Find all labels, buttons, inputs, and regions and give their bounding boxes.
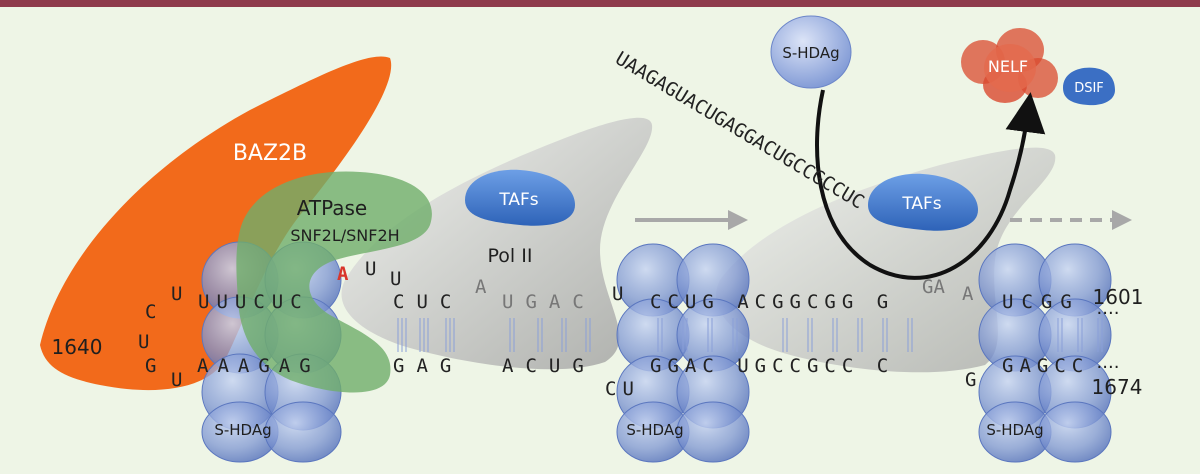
seq-top-a: A: [475, 276, 487, 298]
forward-arrow-left: [635, 210, 748, 230]
seq-top-main: UUUCUC: [198, 291, 309, 313]
nelf-label: NELF: [988, 57, 1028, 76]
atpase-label: ATPase: [297, 196, 368, 220]
seq-top-mid: CUC: [393, 291, 463, 313]
seq-top-mid2: UGAC: [502, 291, 596, 313]
seq-bot-right: GGAC UGCCGCC C: [650, 355, 894, 377]
pol2-label: Pol II: [488, 245, 533, 267]
seq-top-loop-u1: U: [365, 258, 376, 280]
nucleosome-cluster-middle: [616, 243, 750, 463]
shdag-top-label: S-HDAg: [782, 44, 839, 62]
seq-top-a2: A: [962, 283, 974, 305]
atpase-shape: [236, 171, 432, 393]
seq-bulge-1: U: [138, 331, 149, 353]
tafs-shape-right: [868, 173, 978, 231]
shdag-bottom-right-label: S-HDAg: [986, 421, 1043, 439]
top-border-bar: [0, 0, 1200, 7]
baz2b-label: BAZ2B: [233, 141, 307, 166]
seq-top-loop-a: A: [337, 263, 349, 285]
seq-top-loop-u2: U: [390, 268, 401, 290]
ellipsis-top: ....: [1097, 298, 1120, 319]
base-pair-lines: [397, 318, 1103, 352]
baz2b-shape: [40, 56, 392, 391]
tafs-right-label: TAFs: [901, 194, 941, 214]
pol2-shape-left: [341, 117, 653, 370]
shdag-top-shape: [770, 15, 852, 89]
tafs-left-label: TAFs: [498, 190, 538, 210]
seq-bulge-3: U: [171, 283, 182, 305]
nucleosome-cluster-right: [978, 243, 1112, 463]
seq-bot-main: AAAGAG: [197, 355, 320, 377]
seq-top-u: U: [612, 283, 623, 305]
tafs-shape-left: [465, 169, 575, 226]
dsif-label: DSIF: [1074, 81, 1104, 96]
seq-bot-g: G: [965, 369, 976, 391]
seq-top-ga: GA: [922, 276, 945, 298]
seq-bot-u: U: [171, 369, 182, 391]
seq-bot-mid: GAG: [393, 355, 463, 377]
position-1601-label: 1601: [1093, 285, 1144, 309]
seq-bot-start: G: [145, 355, 156, 377]
seq-bot-end: GAGCC: [1002, 355, 1089, 377]
forward-arrow-right-dashed: [1010, 210, 1132, 230]
seq-bot-mid2: ACUG: [502, 355, 596, 377]
dsif-shape: [1063, 67, 1115, 106]
seq-top-end: UCGG: [1002, 291, 1080, 313]
snf2-label: SNF2L/SNF2H: [290, 226, 399, 245]
seq-bulge-2: C: [145, 301, 156, 323]
ellipsis-bottom: ....: [1097, 352, 1120, 373]
seq-bot-cu: CU: [605, 378, 640, 400]
shdag-bottom-middle-label: S-HDAg: [626, 421, 683, 439]
seq-top-right: CCUG ACGGCGG G: [650, 291, 894, 313]
position-1674-label: 1674: [1092, 375, 1143, 399]
black-curved-arrow: [815, 89, 1046, 280]
position-1640-label: 1640: [52, 335, 103, 359]
shdag-bottom-left-label: S-HDAg: [214, 421, 271, 439]
